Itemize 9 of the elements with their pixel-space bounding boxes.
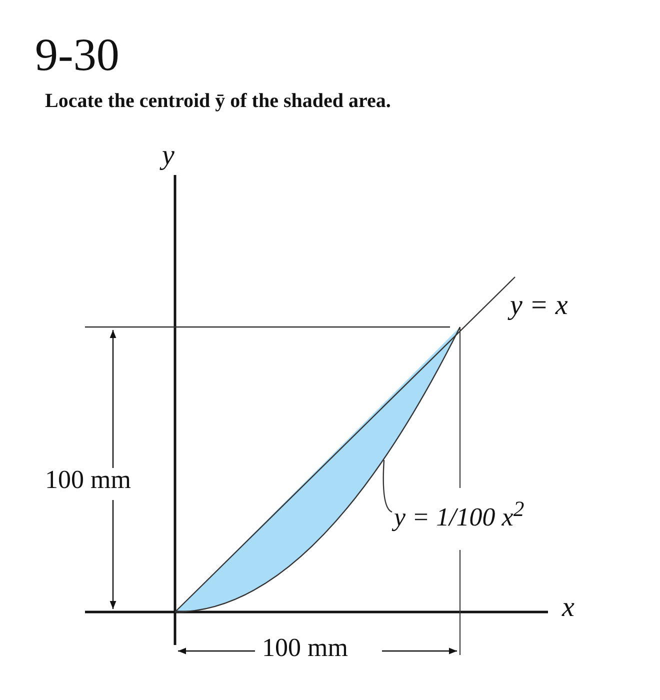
problem-number: 9-30 bbox=[35, 28, 120, 81]
problem-statement: Locate the centroid ȳ of the shaded area. bbox=[45, 90, 391, 113]
dimension-label: 100 mm bbox=[262, 633, 348, 663]
axis-label: x bbox=[562, 592, 574, 624]
axis-label: y bbox=[162, 140, 174, 172]
equation-label: y = x bbox=[510, 290, 568, 322]
equation-label: y = 1/100 x$^{2}$ bbox=[394, 497, 524, 533]
leader-line bbox=[382, 460, 392, 513]
dimension-label: 100 mm bbox=[45, 465, 131, 495]
